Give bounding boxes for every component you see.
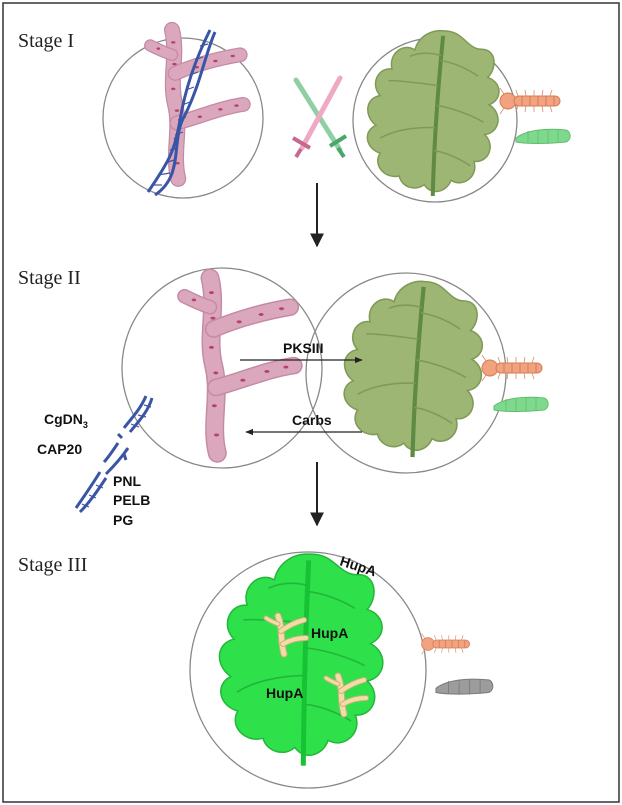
stage-1-label: Stage I <box>18 30 74 52</box>
label-pelb: PELB <box>113 492 150 508</box>
label-cap20: CAP20 <box>37 441 82 457</box>
label-pksiii: PKSIII <box>283 340 323 356</box>
label-cgdn3: CgDN3 <box>44 411 88 430</box>
stage-2-label: Stage II <box>18 267 81 289</box>
label-pg: PG <box>113 512 133 528</box>
stage-1-leaf <box>356 20 511 200</box>
stage-1-dna-icon <box>146 29 217 197</box>
label-hupa-lower: HupA <box>266 685 303 701</box>
label-carbs: Carbs <box>292 412 332 428</box>
label-hupa-upper: HupA <box>311 625 348 641</box>
label-pnl: PNL <box>113 473 141 489</box>
stage-2-broken-dna-icon <box>74 395 154 514</box>
stage-3-caterpillar-icon <box>435 678 494 695</box>
stage-2-leaf <box>333 271 495 459</box>
stage-3-label: Stage III <box>18 554 87 576</box>
crossed-swords-icon <box>291 75 348 159</box>
